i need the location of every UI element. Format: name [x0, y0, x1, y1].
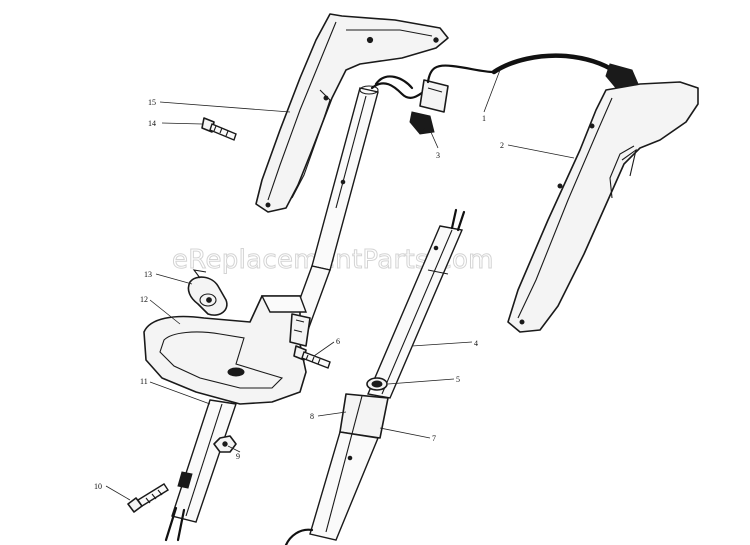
callout-6: 6 — [336, 337, 340, 346]
part-3-switch — [370, 75, 449, 135]
part-1-power-cord — [426, 53, 645, 101]
callout-1: 1 — [482, 114, 486, 123]
callout-10: 10 — [94, 482, 102, 491]
callout-13: 13 — [144, 270, 152, 279]
part-7-8-lower-tube-sleeve — [284, 393, 389, 545]
part-12-handle-bracket — [143, 265, 331, 405]
leader-lines — [105, 69, 575, 501]
callout-labels: 1 2 3 4 5 6 7 8 9 10 11 12 13 14 15 — [94, 98, 504, 491]
upper-handle-tube — [311, 85, 379, 271]
part-10-bolt — [127, 483, 169, 513]
callout-5: 5 — [456, 375, 460, 384]
callout-15: 15 — [148, 98, 156, 107]
callout-14: 14 — [148, 119, 156, 128]
callout-8: 8 — [310, 412, 314, 421]
callout-11: 11 — [140, 377, 148, 386]
part-4-center-tube — [367, 208, 466, 399]
part-11-lower-handle-tube — [164, 399, 237, 542]
callout-12: 12 — [140, 295, 148, 304]
part-13-knob — [187, 269, 228, 316]
part-14-screw — [201, 117, 237, 141]
part-9-nut — [213, 435, 237, 453]
callout-7: 7 — [432, 434, 436, 443]
part-15-left-handle-housing — [255, 13, 449, 213]
callout-4: 4 — [474, 339, 478, 348]
part-2-right-handle-housing — [507, 81, 699, 333]
callout-2: 2 — [500, 141, 504, 150]
part-5-grommet — [366, 377, 388, 391]
part-6-bolt — [293, 345, 331, 369]
callout-9: 9 — [236, 452, 240, 461]
callout-3: 3 — [436, 151, 440, 160]
